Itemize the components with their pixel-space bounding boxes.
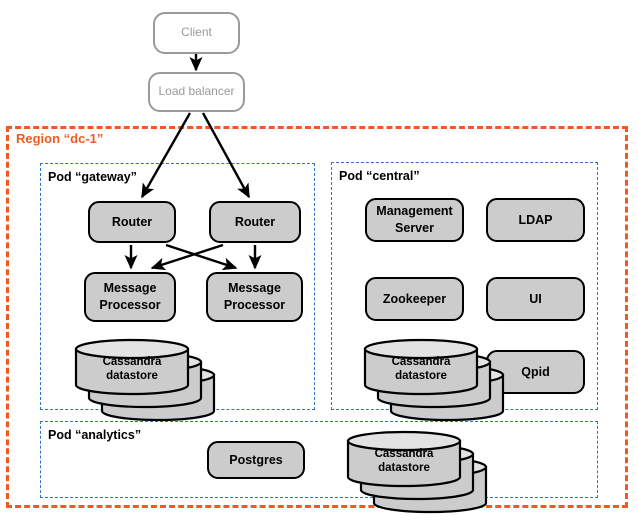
region-container xyxy=(6,126,628,508)
cylinder-stack-icon xyxy=(346,430,488,514)
service-ldap: LDAP xyxy=(486,198,585,242)
pod-label-gateway: Pod “gateway” xyxy=(48,170,137,184)
arrow-lb-to-router-right xyxy=(201,112,251,199)
region-label: Region “dc-1” xyxy=(16,131,104,146)
arrow-router-left-to-mp-right xyxy=(165,243,238,271)
service-router-left: Router xyxy=(88,201,176,243)
pod-label-central: Pod “central” xyxy=(339,169,420,183)
arrow-router-right-to-mp-left xyxy=(150,243,224,271)
external-node-client: Client xyxy=(153,12,240,54)
service-router-right: Router xyxy=(209,201,301,243)
arrow-lb-to-router-left xyxy=(140,112,192,199)
pod-label-analytics: Pod “analytics” xyxy=(48,428,142,442)
service-zookeeper: Zookeeper xyxy=(365,277,464,321)
cylinder-stack-icon xyxy=(74,338,216,422)
pod-container-analytics xyxy=(40,421,598,498)
service-postgres: Postgres xyxy=(207,441,305,479)
cylinder-stack-icon xyxy=(363,338,505,422)
external-node-load-balancer: Load balancer xyxy=(148,72,245,112)
service-ui: UI xyxy=(486,277,585,321)
